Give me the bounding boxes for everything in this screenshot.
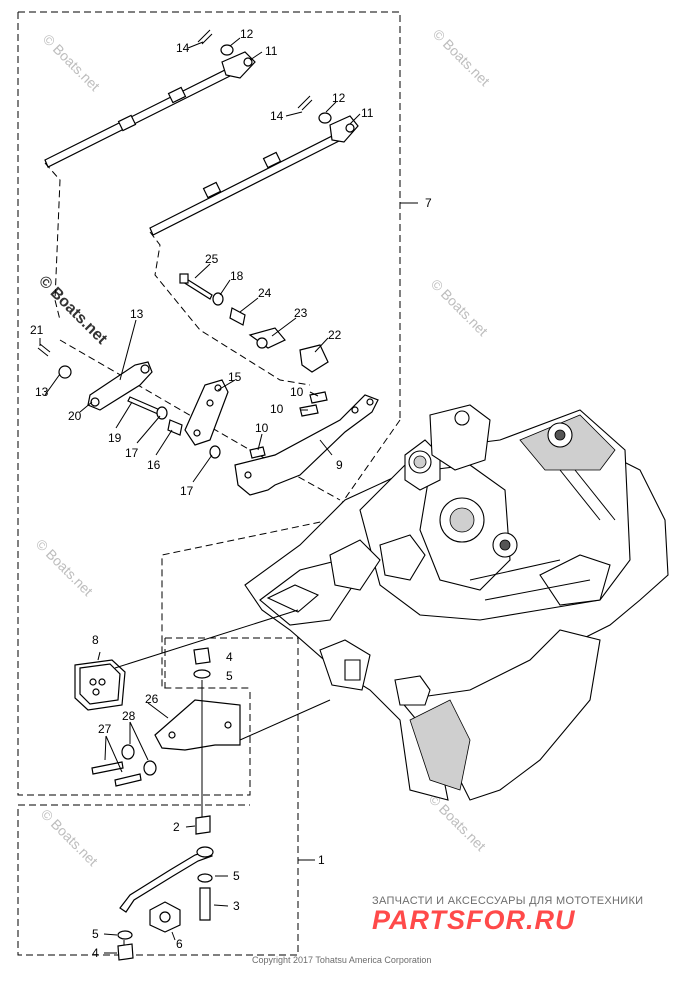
callout-26: 26 [145, 692, 159, 706]
callout-13: 13 [35, 385, 49, 399]
brand-logo: PARTSFOR.RU [372, 905, 576, 935]
callout-10: 10 [270, 402, 284, 416]
watermark: © Boats.net [430, 26, 493, 89]
watermark: © Boats.net [40, 31, 103, 94]
callout-7: 7 [425, 196, 432, 210]
callout-10: 10 [290, 385, 304, 399]
callout-5: 5 [233, 869, 240, 883]
leader-lines [298, 202, 418, 861]
callout-10: 10 [255, 421, 269, 435]
callout-1: 1 [318, 853, 325, 867]
watermark: © Boats.net [38, 806, 101, 869]
callout-11: 11 [361, 106, 374, 120]
callout-15: 15 [228, 370, 242, 384]
callout-17: 17 [180, 484, 194, 498]
callout-6: 6 [176, 937, 183, 951]
callout-22: 22 [328, 328, 342, 342]
cable-routing [44, 162, 341, 501]
watermark: © Boats.net [426, 791, 489, 854]
callout-16: 16 [147, 458, 161, 472]
callout-25: 25 [205, 252, 219, 266]
callout-5: 5 [226, 669, 233, 683]
callout-13: 13 [130, 307, 144, 321]
callout-4: 4 [92, 946, 99, 960]
watermark: © Boats.net [35, 273, 111, 349]
callout-27: 27 [98, 722, 112, 736]
cable-assembly-lower [149, 95, 359, 236]
callout-3: 3 [233, 899, 240, 913]
cable-assembly-upper [44, 29, 256, 168]
callout-12: 12 [332, 91, 346, 105]
callout-9: 9 [336, 458, 343, 472]
engine-powerhead [244, 404, 669, 801]
copyright-notice: Copyright 2017 Tohatsu America Corporati… [252, 955, 432, 965]
callout-leaders-upper [39, 37, 361, 483]
callout-23: 23 [294, 306, 308, 320]
mount-hardware [74, 609, 331, 961]
callout-numbers: 14 12 11 14 12 11 7 25 18 24 23 22 13 21… [30, 27, 432, 960]
callout-28: 28 [122, 709, 136, 723]
watermark: © Boats.net [428, 276, 491, 339]
group-boundaries [17, 11, 401, 956]
callout-17: 17 [125, 446, 139, 460]
callout-20: 20 [68, 409, 82, 423]
callout-11: 11 [265, 44, 278, 58]
linkage-hardware [37, 273, 379, 496]
callout-2: 2 [173, 820, 180, 834]
brand-subtitle: ЗАПЧАСТИ И АКСЕССУАРЫ ДЛЯ МОТОТЕХНИКИ [372, 895, 644, 907]
callout-14: 14 [176, 41, 190, 55]
callout-4: 4 [226, 650, 233, 664]
callout-18: 18 [230, 269, 244, 283]
callout-12: 12 [240, 27, 254, 41]
callout-5: 5 [92, 927, 99, 941]
callout-8: 8 [92, 633, 99, 647]
callout-14: 14 [270, 109, 284, 123]
callout-19: 19 [108, 431, 122, 445]
callout-21: 21 [30, 323, 44, 337]
watermark: © Boats.net [33, 536, 96, 599]
callout-24: 24 [258, 286, 272, 300]
